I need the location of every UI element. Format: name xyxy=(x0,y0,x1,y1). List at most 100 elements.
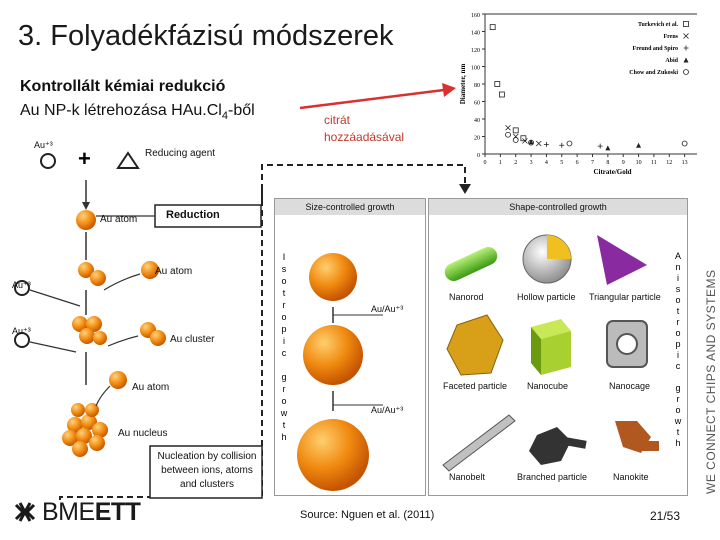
isotropic-letter: I xyxy=(282,252,286,262)
isotropic-letter: o xyxy=(281,276,287,286)
plus-sign: + xyxy=(78,146,91,171)
legend-marker xyxy=(683,45,689,51)
au-cluster-icon xyxy=(72,316,88,332)
x-tick-label: 2 xyxy=(514,160,517,166)
x-tick-label: 10 xyxy=(636,160,642,166)
bmeett-logo: BMEETT xyxy=(14,498,141,527)
anisotropic-letter: g xyxy=(675,383,681,393)
triangular-particle-label: Triangular particle xyxy=(589,292,661,302)
au-atom-label-3: Au atom xyxy=(132,382,170,393)
data-point xyxy=(681,140,688,147)
au-nucleus-label: Au nucleus xyxy=(118,428,168,439)
nanokite-icon xyxy=(615,421,659,453)
au-atom-icon xyxy=(90,270,106,286)
citrat-line-2: hozzáadásával xyxy=(324,130,405,144)
y-tick-label: 0 xyxy=(477,153,480,159)
y-tick-label: 60 xyxy=(474,101,480,107)
au-nucleus-icon xyxy=(62,403,108,457)
chart-frame xyxy=(484,13,701,155)
nanocage-label: Nanocage xyxy=(609,381,651,391)
au-atom-label: Au atom xyxy=(100,214,138,225)
y-tick-label: 80 xyxy=(474,83,480,89)
anisotropic-letter xyxy=(673,372,683,383)
au-cluster-icon xyxy=(79,328,95,344)
x-tick-label: 12 xyxy=(666,160,672,166)
data-point xyxy=(543,141,549,147)
isotropic-letter: i xyxy=(283,336,285,346)
shape-controlled-title: Shape-controlled growth xyxy=(429,199,687,215)
faceted-particle-icon xyxy=(446,314,504,376)
isotropic-letter: s xyxy=(281,264,287,274)
legend-marker xyxy=(683,69,689,75)
page-number: 21/53 xyxy=(650,509,681,523)
citrat-note: citrát hozzáadásával xyxy=(324,112,404,146)
nucleation-box xyxy=(149,445,263,499)
faceted-particle-label: Faceted particle xyxy=(443,381,508,391)
au3-label-2: Au⁺³ xyxy=(12,280,31,290)
legend-entry: Abid xyxy=(665,58,678,64)
data-point xyxy=(597,143,603,149)
reducing-agent-triangle-icon xyxy=(116,151,140,169)
data-point xyxy=(528,139,534,146)
small-sphere-icon xyxy=(309,253,357,301)
data-point xyxy=(566,140,573,147)
data-point xyxy=(636,142,642,148)
x-tick-label: 0 xyxy=(484,160,487,166)
legend-entry: Turkevich et al. xyxy=(638,22,678,28)
red-arrow xyxy=(299,83,456,110)
isotropic-letter: t xyxy=(282,420,286,430)
au3-label: Au⁺³ xyxy=(34,140,53,150)
nucleation-line-2: between ions, atoms xyxy=(161,465,253,476)
nucleation-text: Nucleation by collision between ions, at… xyxy=(152,450,262,492)
au-cluster-icon xyxy=(150,330,166,346)
isotropic-letter xyxy=(279,359,289,371)
anisotropic-letter: o xyxy=(675,405,681,415)
anisotropic-letter: r xyxy=(676,394,680,404)
x-tick-label: 1 xyxy=(499,160,502,166)
legend-entry: Chow and Zukoski xyxy=(629,70,678,76)
nucleation-line-3: and clusters xyxy=(180,479,234,490)
x-tick-label: 4 xyxy=(545,160,548,166)
nanobelt-label: Nanobelt xyxy=(449,472,486,482)
anisotropic-letter: t xyxy=(676,306,680,316)
y-tick-label: 140 xyxy=(471,31,480,37)
data-point xyxy=(498,91,505,98)
subtitle-sub: 4 xyxy=(221,110,228,123)
reducing-agent-label: Reducing agent xyxy=(145,148,216,159)
source-citation: Source: Nguen et al. (2011) xyxy=(300,509,435,521)
legend-marker xyxy=(683,33,689,39)
anisotropic-letter: n xyxy=(675,262,681,272)
y-axis-label: Diameter, nm xyxy=(459,64,467,105)
isotropic-letter: h xyxy=(281,432,287,442)
reduction-diagram: Au⁺³ + Reducing agent Au atom Reduction … xyxy=(0,140,270,500)
data-point xyxy=(522,138,528,144)
au-atom-icon xyxy=(76,210,96,230)
y-tick-label: 40 xyxy=(474,118,480,124)
y-tick-label: 160 xyxy=(471,13,480,19)
nanorod-icon xyxy=(444,246,498,282)
size-controlled-title: Size-controlled growth xyxy=(275,199,425,215)
large-sphere-icon xyxy=(297,419,369,491)
shape-growth-svg xyxy=(442,234,659,472)
au-atom-label-2: Au atom xyxy=(155,266,193,277)
branched-particle-icon xyxy=(529,427,587,465)
au3-label-3: Au⁺³ xyxy=(12,326,31,336)
data-point xyxy=(528,139,534,145)
vertical-brand-text-string: WE CONNECT CHIPS AND SYSTEMS xyxy=(704,270,718,494)
x-tick-label: 3 xyxy=(530,160,533,166)
logo-bme: BME xyxy=(42,498,95,526)
subtitle-controlled-reduction: Kontrollált kémiai redukció xyxy=(20,78,226,95)
x-tick-label: 6 xyxy=(576,160,579,166)
au-atom-icon xyxy=(78,262,94,278)
data-point xyxy=(559,142,565,148)
anisotropic-letter: A xyxy=(674,251,681,261)
y-tick-label: 20 xyxy=(474,136,480,142)
isotropic-letter: o xyxy=(281,312,287,322)
data-point xyxy=(494,81,501,87)
diameter-chart: 0204060801001201401600123456789101112131… xyxy=(457,8,703,176)
data-point xyxy=(605,145,611,151)
nanorod-label: Nanorod xyxy=(449,292,484,302)
au3-ion-icon xyxy=(14,332,30,348)
anisotropic-letter: r xyxy=(676,317,680,327)
